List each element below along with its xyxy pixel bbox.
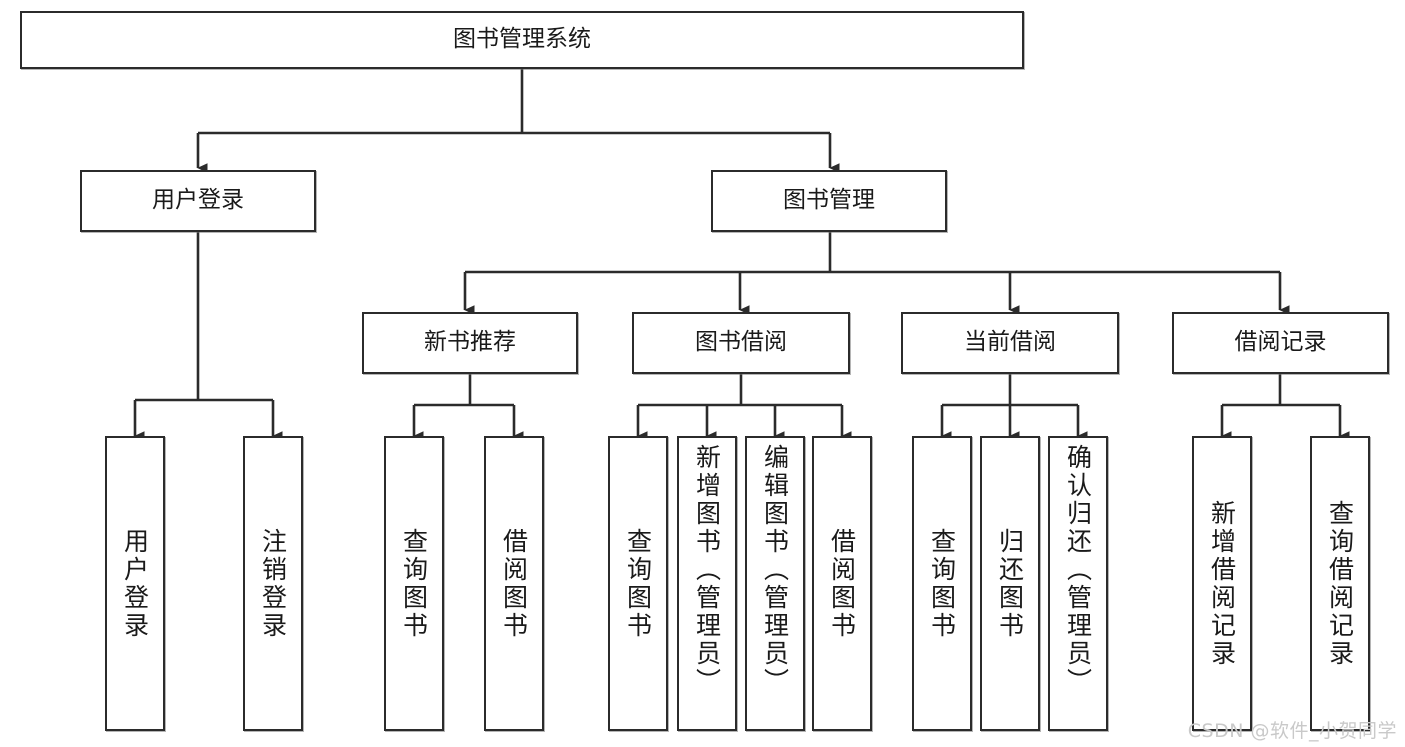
node-label: 新增图书（管理员）: [692, 444, 722, 696]
node-label: 归还图书: [995, 527, 1025, 640]
node-user-login[interactable]: 用户登录: [80, 170, 316, 232]
node-book-borrow[interactable]: 图书借阅: [632, 312, 850, 374]
node-borrow-record[interactable]: 借阅记录: [1172, 312, 1389, 374]
node-label: 查询图书: [399, 527, 429, 640]
node-leaf-query-borrow-record[interactable]: 查询借阅记录: [1310, 436, 1370, 731]
node-label: 借阅记录: [1234, 329, 1327, 356]
csdn-watermark: CSDN @软件_小贺同学: [1187, 720, 1397, 742]
node-label: 新增借阅记录: [1207, 499, 1237, 668]
node-leaf-query-book-3[interactable]: 查询图书: [912, 436, 972, 731]
node-label: 查询借阅记录: [1325, 499, 1355, 668]
node-label: 注销登录: [258, 527, 288, 640]
node-label: 确认归还（管理员）: [1063, 444, 1093, 696]
node-leaf-logout-login[interactable]: 注销登录: [243, 436, 303, 731]
node-label: 用户登录: [120, 527, 150, 640]
node-label: 图书借阅: [695, 329, 787, 356]
node-label: 查询图书: [927, 527, 957, 640]
node-book-management[interactable]: 图书管理: [711, 170, 947, 232]
node-leaf-edit-book[interactable]: 编辑图书（管理员）: [745, 436, 805, 731]
node-leaf-confirm-return[interactable]: 确认归还（管理员）: [1048, 436, 1108, 731]
node-new-book-recommend[interactable]: 新书推荐: [362, 312, 578, 374]
node-label: 编辑图书（管理员）: [760, 444, 790, 696]
node-leaf-return-book[interactable]: 归还图书: [980, 436, 1040, 731]
node-label: 图书管理系统: [453, 26, 591, 53]
node-label: 用户登录: [152, 187, 244, 214]
node-label: 新书推荐: [424, 329, 516, 356]
node-leaf-query-book-1[interactable]: 查询图书: [384, 436, 444, 731]
node-current-borrow[interactable]: 当前借阅: [901, 312, 1119, 374]
node-label: 当前借阅: [964, 329, 1056, 356]
node-leaf-user-login[interactable]: 用户登录: [105, 436, 165, 731]
node-label: 查询图书: [623, 527, 653, 640]
node-label: 图书管理: [783, 187, 875, 214]
node-leaf-borrow-book-1[interactable]: 借阅图书: [484, 436, 544, 731]
node-leaf-borrow-book-2[interactable]: 借阅图书: [812, 436, 872, 731]
node-leaf-query-book-2[interactable]: 查询图书: [608, 436, 668, 731]
node-label: 借阅图书: [499, 527, 529, 640]
node-leaf-add-borrow-record[interactable]: 新增借阅记录: [1192, 436, 1252, 731]
node-leaf-add-book[interactable]: 新增图书（管理员）: [677, 436, 737, 731]
node-book-management-system[interactable]: 图书管理系统: [20, 11, 1024, 69]
node-label: 借阅图书: [827, 527, 857, 640]
